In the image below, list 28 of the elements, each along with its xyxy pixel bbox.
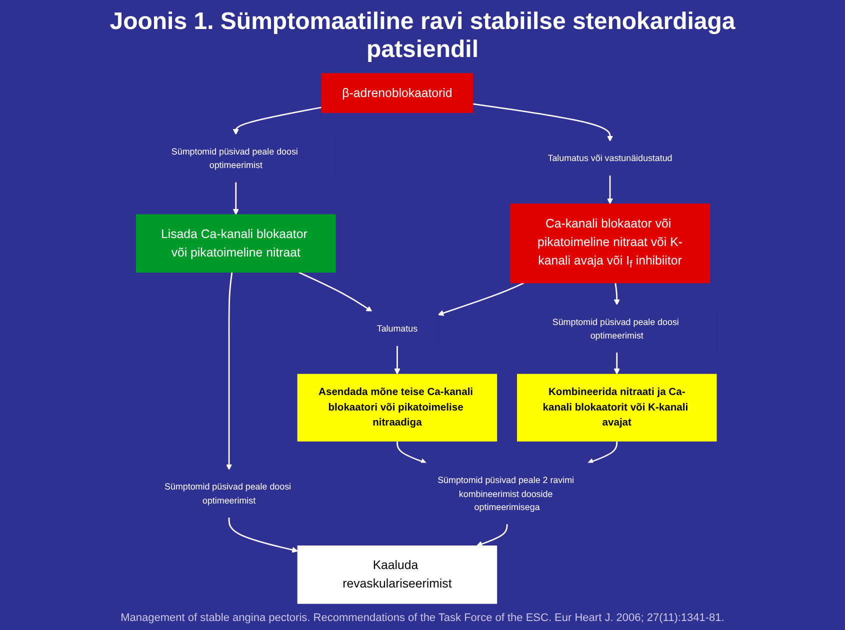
node-text: Sümptomid püsivad peale 2 ravimi kombineerimist dooside optimeerimisega xyxy=(437,474,574,512)
arrow xyxy=(228,517,298,553)
arrow xyxy=(226,272,232,470)
node-box: β-adrenoblokaatorid xyxy=(320,73,473,113)
arrow xyxy=(472,103,613,142)
node-text: Talumatus xyxy=(376,323,418,334)
arrow xyxy=(606,175,613,204)
arrow xyxy=(394,346,400,374)
node-text: Sümptomid püsivad peale doosi optimeerimist xyxy=(164,481,291,506)
arrow xyxy=(476,524,508,547)
arrow xyxy=(613,352,620,374)
node-box: Kombineerida nitraati ja Ca-kanali blokaatorit või K-kanali avajat xyxy=(516,374,716,442)
node-text: Talumatus või vastunäidustatud xyxy=(547,152,672,164)
node-box: Kaaluda revaskulariseerimist xyxy=(296,546,497,604)
arrow xyxy=(613,282,620,306)
node-box: Ca-kanali blokaator või pikatoimeline nitraat või K-kanali avaja või I$_{f}$ inhibiitor xyxy=(510,204,710,284)
node-text: Sümptomid püsivad peale doosi optimeerimist xyxy=(552,316,678,340)
arrow xyxy=(586,441,618,464)
arrow xyxy=(232,106,322,135)
arrow xyxy=(437,282,524,316)
diagram-title: Joonis 1. Sümptomaatiline ravi stabiilse stenokardiaga patsiendil xyxy=(108,8,736,64)
node-text: Sümptomid püsivad peale doosi optimeerimist xyxy=(170,146,298,170)
arrow xyxy=(232,182,238,215)
arrow xyxy=(298,272,372,312)
citation-caption: Management of stable angina pectoris. Recommendations of the Task Force of the ESC. Eur Heart J. 2006; 27(11):1341-81. xyxy=(120,612,724,624)
arrow xyxy=(396,441,426,464)
node-box: Asendada mõne teise Ca-kanali blokaatori või pikatoimelise nitraadiga xyxy=(296,374,497,442)
node-box: Lisada Ca-kanali blokaator või pikatoimeline nitraat xyxy=(136,214,336,273)
